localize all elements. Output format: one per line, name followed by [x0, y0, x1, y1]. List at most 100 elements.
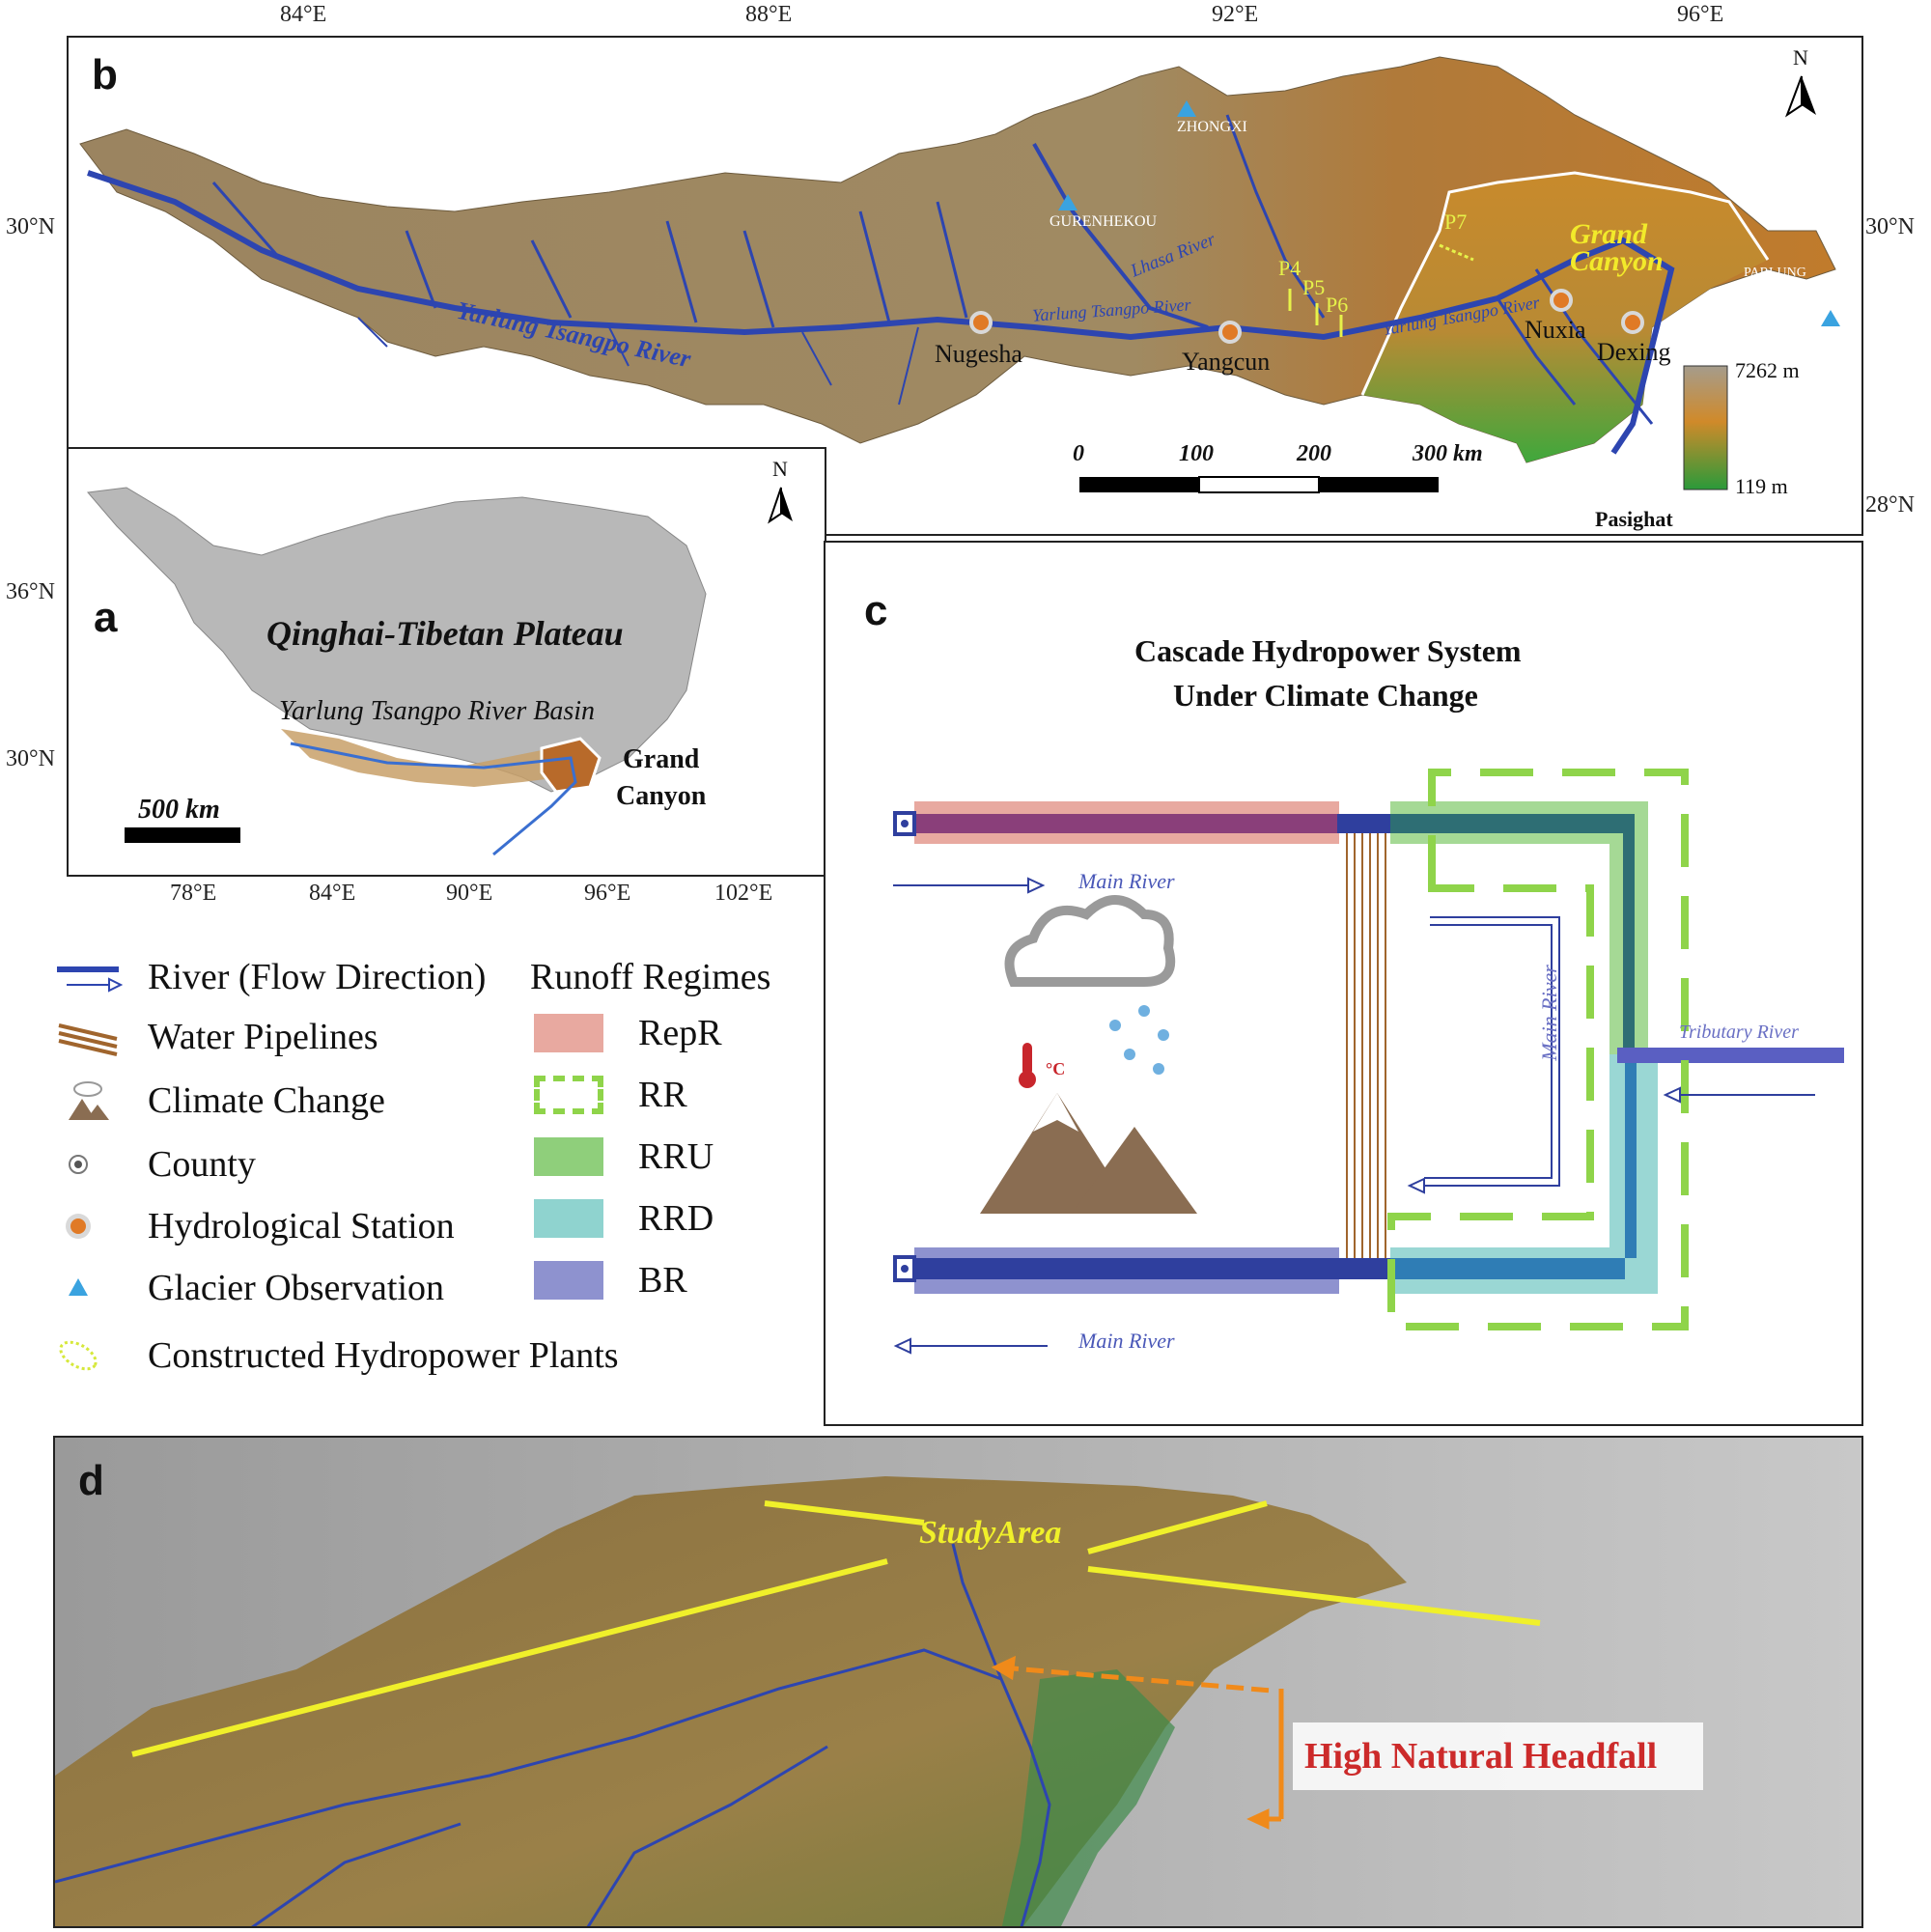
runoff-label-repr: RepR	[638, 1013, 722, 1053]
a-lat-tick-36: 36°N	[6, 579, 55, 604]
rrd-swatch	[534, 1199, 603, 1238]
legend-label-station: Hydrological Station	[148, 1206, 455, 1246]
a-lat-tick-30: 30°N	[6, 746, 55, 771]
north-arrow-b-icon	[1784, 75, 1816, 118]
scale-label-200: 200	[1297, 441, 1331, 466]
basin-terrain-map	[79, 56, 1840, 493]
runoff-label-br: BR	[638, 1260, 687, 1301]
legend-item-glacier: Glacier Observation	[53, 1267, 444, 1309]
legend-label-pipelines: Water Pipelines	[148, 1017, 378, 1057]
hydrological-station-markers	[969, 289, 1644, 344]
temperature-unit: °C	[1046, 1059, 1066, 1078]
basin-label: Yarlung Tsangpo River Basin	[279, 696, 595, 726]
plant-label-p5: P5	[1302, 275, 1326, 299]
plant-label-p7: P7	[1444, 210, 1468, 234]
runoff-label-rru: RRU	[638, 1136, 714, 1177]
north-arrow-a-icon	[768, 487, 793, 524]
a-lon-tick-78: 78°E	[170, 881, 217, 906]
thermometer-icon	[1019, 1043, 1036, 1088]
b-lat-tick-left: 30°N	[6, 214, 55, 239]
scale-label-300: 300 km	[1413, 441, 1483, 466]
legend-label-county: County	[148, 1144, 256, 1185]
grand-canyon-label-a: Grand Canyon	[616, 744, 707, 811]
climate-change-icon	[53, 1081, 123, 1120]
legend-label-plants: Constructed Hydropower Plants	[148, 1335, 619, 1376]
water-pipelines-icon	[53, 1018, 123, 1056]
river-flow-icon	[53, 958, 123, 996]
panel-c-title-1: Cascade Hydropower System	[1134, 633, 1522, 668]
rain-drops-icon	[1109, 1005, 1169, 1075]
panel-d-label: d	[78, 1457, 104, 1504]
headfall-indicator	[991, 1655, 1284, 1830]
plant-label-p4: P4	[1278, 256, 1301, 280]
scale-label-0: 0	[1073, 441, 1084, 466]
a-lon-tick-84: 84°E	[309, 881, 356, 906]
study-area-label: StudyArea	[919, 1515, 1062, 1551]
legend-item-river: River (Flow Direction)	[53, 956, 486, 998]
repr-swatch	[534, 1014, 603, 1052]
b-lon-tick-96: 96°E	[1677, 2, 1724, 27]
station-nuxia: Nuxia	[1525, 316, 1586, 344]
main-river-bottom-label: Main River	[1078, 1329, 1175, 1353]
main-river-vertical-label: Main River	[1536, 965, 1561, 1061]
a-lon-tick-96: 96°E	[584, 881, 631, 906]
headfall-label: High Natural Headfall	[1304, 1736, 1658, 1777]
b-lon-tick-88: 88°E	[745, 2, 793, 27]
station-yangcun: Yangcun	[1182, 348, 1271, 376]
runoff-item-repr: RepR	[534, 1012, 722, 1054]
rru-swatch	[534, 1137, 603, 1176]
panel-c-schematic: c Cascade Hydropower System Under Climat…	[824, 541, 1863, 1426]
runoff-label-rr: RR	[638, 1075, 687, 1115]
legend-item-station: Hydrological Station	[53, 1205, 455, 1247]
north-label-b: N	[1793, 45, 1808, 70]
terrain-3d-view	[55, 1438, 1861, 1926]
grand-canyon-label: Grand Canyon	[1570, 218, 1664, 277]
panel-a-label: a	[94, 594, 118, 641]
br-swatch	[534, 1261, 603, 1300]
station-dexing: Dexing	[1597, 338, 1671, 366]
tributary-label: Tributary River	[1679, 1022, 1799, 1043]
station-nugesha: Nugesha	[935, 340, 1022, 368]
b-lon-tick-92: 92°E	[1212, 2, 1259, 27]
panel-c-label: c	[864, 587, 888, 634]
scale-label-a: 500 km	[138, 795, 220, 825]
runoff-item-rr: RR	[534, 1074, 687, 1116]
elevation-max-label: 7262 m	[1735, 358, 1800, 382]
pipelines-bundle	[1346, 833, 1386, 1258]
study-area-pointer-lines	[131, 1500, 1541, 1757]
north-label-a: N	[772, 457, 788, 481]
plateau-map	[87, 487, 793, 856]
legend-label-climate: Climate Change	[148, 1080, 385, 1121]
runoff-item-br: BR	[534, 1259, 687, 1302]
cascade-schematic	[893, 769, 1844, 1355]
main-river-top-label: Main River	[1078, 869, 1175, 893]
glacier-zhongxi: ZHONGXI	[1177, 119, 1247, 135]
a-lon-tick-90: 90°E	[446, 881, 493, 906]
flow-arrows	[893, 877, 1815, 1355]
b-lon-tick-84: 84°E	[280, 2, 327, 27]
legend-item-climate: Climate Change	[53, 1079, 385, 1122]
scale-label-100: 100	[1179, 441, 1214, 466]
b-lat-tick-right-30: 30°N	[1865, 214, 1915, 239]
glacier-gurenhekou: GURENHEKOU	[1049, 213, 1158, 230]
legend-item-county: County	[53, 1143, 256, 1186]
hydropower-plant-markers	[1288, 243, 1474, 337]
elevation-min-label: 119 m	[1735, 474, 1788, 498]
plateau-title: Qinghai-Tibetan Plateau	[266, 614, 624, 653]
b-lat-tick-right-28: 28°N	[1865, 492, 1915, 518]
runoff-item-rru: RRU	[534, 1135, 714, 1178]
rr-swatch	[534, 1076, 603, 1114]
glacier-parlung: PARLUNG NO.94	[1744, 266, 1806, 295]
headfall-label-box	[1293, 1722, 1703, 1790]
hydropower-plant-icon	[53, 1336, 123, 1375]
grand-canyon-boundary	[1360, 171, 1770, 396]
a-lon-tick-102: 102°E	[714, 881, 773, 906]
glacier-observation-icon	[53, 1269, 123, 1307]
elevation-colorbar	[1683, 365, 1728, 490]
rr-dashed-outline	[1387, 769, 1689, 1330]
runoff-label-rrd: RRD	[638, 1198, 714, 1239]
legend-item-plants: Constructed Hydropower Plants	[53, 1334, 619, 1377]
mountains-icon	[980, 1093, 1197, 1214]
scale-bar	[1079, 476, 1439, 493]
main-river-line	[87, 170, 1675, 455]
